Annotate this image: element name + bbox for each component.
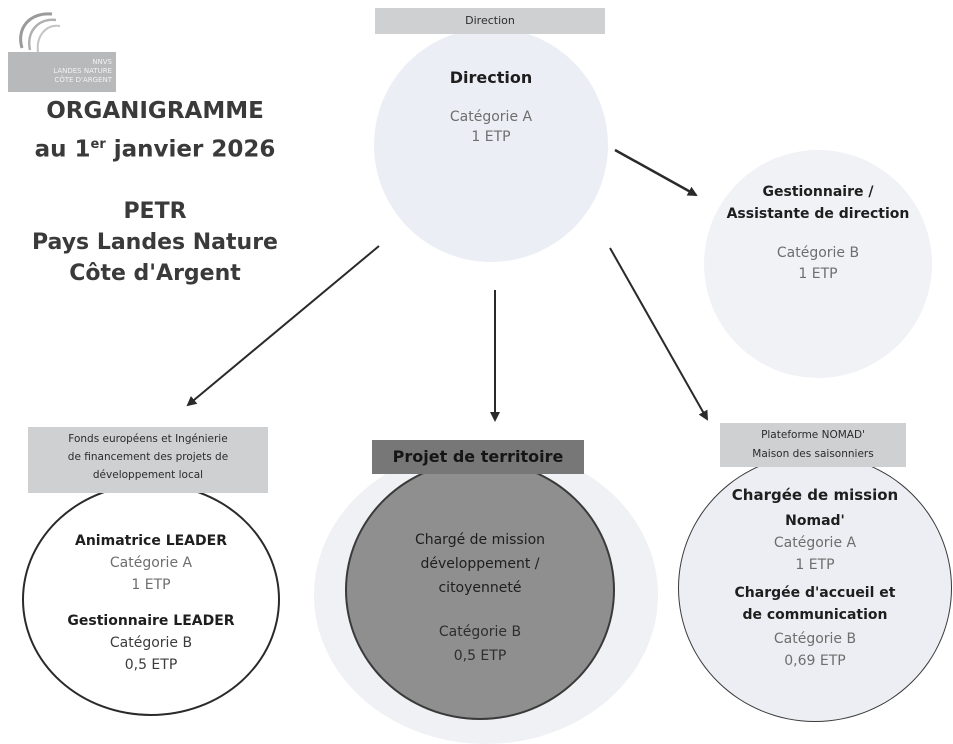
fonds-label-line: développement local [92,469,204,481]
arrow-to-fonds [186,245,380,407]
projet-title-line: développement / [420,556,540,572]
gestionnaire-details: Catégorie B 1 ETP [690,243,946,285]
projet-content: Chargé de mission développement / citoye… [345,528,615,668]
title-date-suffix: janvier 2026 [105,136,276,163]
nomad-role1-title: Chargée de mission [731,486,899,504]
org-line-2: Pays Landes Nature [32,230,278,255]
gestionnaire-title: Gestionnaire / Assistante de direction [690,181,946,225]
direction-details: Catégorie A 1 ETP [374,107,608,147]
arrow-to-nomad [609,247,708,421]
projet-etp: 0,5 ETP [453,648,507,664]
fonds-role2-category: Catégorie B [109,635,193,651]
nomad-role2-etp: 0,69 ETP [784,653,846,669]
logo-text-line: CÔTE D'ARGENT [54,76,112,84]
gestionnaire-title-line: Assistante de direction [726,206,910,222]
direction-circle [374,28,608,262]
fonds-role2-etp: 0,5 ETP [124,657,178,673]
fonds-label-line: de financement des projets de [67,451,229,463]
fonds-circle [22,483,280,716]
logo-text-line: LANDES NATURE [53,67,112,75]
fonds-role1-title: Animatrice LEADER [75,533,227,549]
gestionnaire-title-line: Gestionnaire / [762,184,874,200]
nomad-role1-etp: 1 ETP [795,557,835,573]
nomad-label-line: Plateforme NOMAD' [761,429,865,441]
gestionnaire-etp: 1 ETP [798,266,838,282]
fonds-role1-etp: 1 ETP [131,577,171,593]
logo: NNVS LANDES NATURE CÔTE D'ARGENT [8,8,116,92]
title-date-prefix: au 1 [34,136,91,163]
projet-title-line: citoyenneté [438,580,522,596]
nomad-circle [678,454,952,722]
projet-label: Projet de territoire [372,440,584,474]
fonds-role1-category: Catégorie A [109,555,193,571]
arrow-to-gestionnaire [614,148,698,197]
nomad-role1-title: Nomad' [785,513,845,529]
nomad-content: Chargée de mission Nomad' Catégorie A 1 … [678,484,952,672]
org-name: PETR Pays Landes Nature Côte d'Argent [10,196,300,289]
title-date-sup: er [90,137,106,152]
nomad-role1-category: Catégorie A [773,535,857,551]
projet-category: Catégorie B [438,624,522,640]
nomad-role2-title: de communication [742,607,888,623]
direction-etp: 1 ETP [471,129,511,145]
direction-title: Direction [449,68,533,87]
logo-block [8,52,116,92]
org-line-1: PETR [123,199,187,224]
nomad-label-line: Maison des saisonniers [752,448,874,460]
direction-label: Direction [375,8,605,34]
nomad-label: Plateforme NOMAD' Maison des saisonniers [720,423,906,467]
org-line-3: Côte d'Argent [69,261,241,286]
nomad-role2-category: Catégorie B [773,631,857,647]
gestionnaire-circle [704,150,932,378]
fonds-label: Fonds européens et Ingénierie de finance… [28,427,268,493]
direction-category: Catégorie A [449,109,533,125]
logo-text: NNVS LANDES NATURE CÔTE D'ARGENT [12,58,112,85]
logo-swirl-icon [19,12,61,53]
gestionnaire-category: Catégorie B [776,245,860,261]
projet-title-line: Chargé de mission [414,532,546,548]
title-line-2: au 1er janvier 2026 [10,128,300,167]
fonds-role2-title: Gestionnaire LEADER [67,613,235,629]
logo-text-line: NNVS [92,58,112,66]
page-title: ORGANIGRAMME au 1er janvier 2026 [10,94,300,167]
title-line-1: ORGANIGRAMME [46,98,264,124]
fonds-content: Animatrice LEADER Catégorie A 1 ETP Gest… [22,530,280,676]
nomad-role2-title: Chargée d'accueil et [734,585,896,601]
fonds-label-line: Fonds européens et Ingénierie [68,433,228,445]
